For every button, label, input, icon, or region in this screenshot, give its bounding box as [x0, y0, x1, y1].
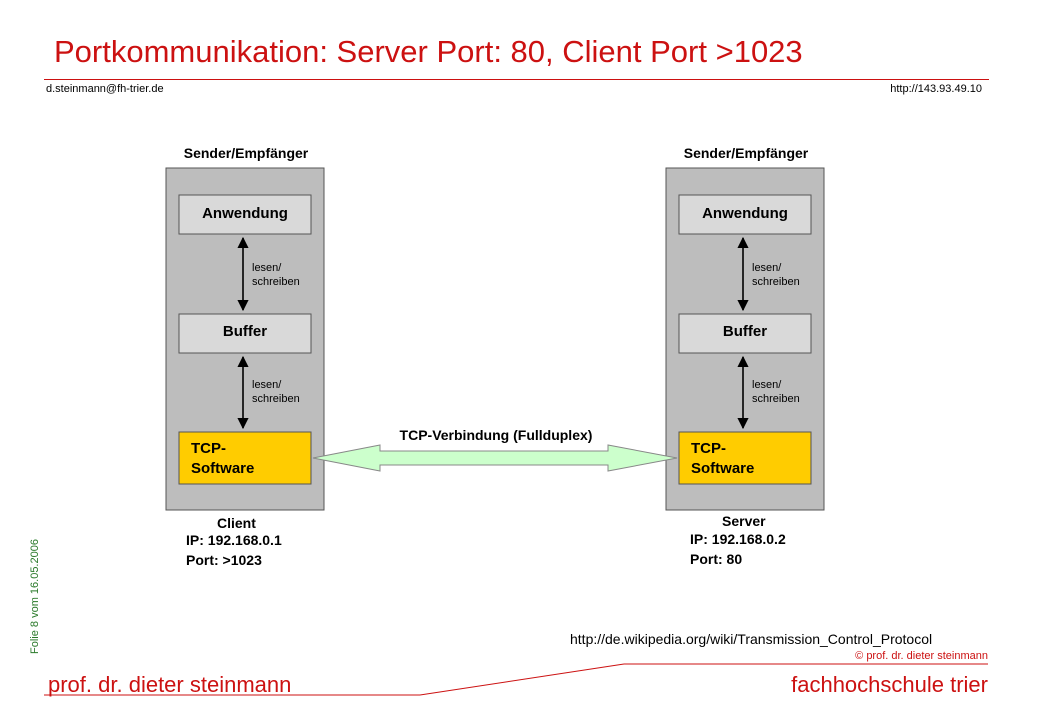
server-app-box [678, 194, 812, 235]
server-port: Port: 80 [690, 551, 742, 567]
author-email: d.steinmann@fh-trier.de [46, 83, 164, 95]
footer-institution: fachhochschule trier [791, 672, 988, 697]
client-name: Client [217, 515, 256, 531]
server-rw2-line2: schreiben [752, 393, 800, 405]
client-buffer-label: Buffer [223, 323, 267, 340]
server-buffer-box [678, 313, 812, 354]
client-rw2-line1: lesen/ [252, 379, 282, 391]
client-stack: Sender/Empfänger Anwendung Buffer TCP- S… [165, 145, 325, 568]
server-rw2-line1: lesen/ [752, 379, 782, 391]
server-tcp-box [678, 431, 812, 485]
footer-author: prof. dr. dieter steinmann [48, 672, 292, 697]
server-stack: Sender/Empfänger Anwendung Buffer TCP- S… [665, 145, 825, 567]
client-rw2-line2: schreiben [252, 393, 300, 405]
client-stack-header: Sender/Empfänger [184, 145, 309, 161]
host-url: http://143.93.49.10 [890, 83, 982, 95]
server-buffer-label: Buffer [723, 323, 767, 340]
connection-label: TCP-Verbindung (Fullduplex) [400, 427, 593, 443]
client-rw1-line1: lesen/ [252, 262, 282, 274]
page-title: Portkommunikation: Server Port: 80, Clie… [54, 34, 803, 69]
client-rw1-line2: schreiben [252, 276, 300, 288]
server-tcp-label-1: TCP- [691, 440, 726, 457]
client-buffer-box [178, 313, 312, 354]
client-tcp-box [178, 431, 312, 485]
server-stack-header: Sender/Empfänger [684, 145, 809, 161]
server-rw1-line2: schreiben [752, 276, 800, 288]
fullduplex-arrow [312, 444, 678, 472]
server-tcp-label-2: Software [691, 460, 754, 477]
client-app-box [178, 194, 312, 235]
server-ip: IP: 192.168.0.2 [690, 531, 786, 547]
client-tcp-label-1: TCP- [191, 440, 226, 457]
server-rw1-line1: lesen/ [752, 262, 782, 274]
client-port: Port: >1023 [186, 552, 262, 568]
client-tcp-label-2: Software [191, 460, 254, 477]
client-app-label: Anwendung [202, 205, 288, 222]
wikipedia-link[interactable]: http://de.wikipedia.org/wiki/Transmissio… [570, 631, 933, 647]
client-ip: IP: 192.168.0.1 [186, 532, 282, 548]
title-divider [44, 79, 989, 80]
copyright-notice: © prof. dr. dieter steinmann [855, 650, 988, 662]
server-name: Server [722, 513, 766, 529]
server-app-label: Anwendung [702, 205, 788, 222]
footer-rule-slant [419, 663, 625, 696]
